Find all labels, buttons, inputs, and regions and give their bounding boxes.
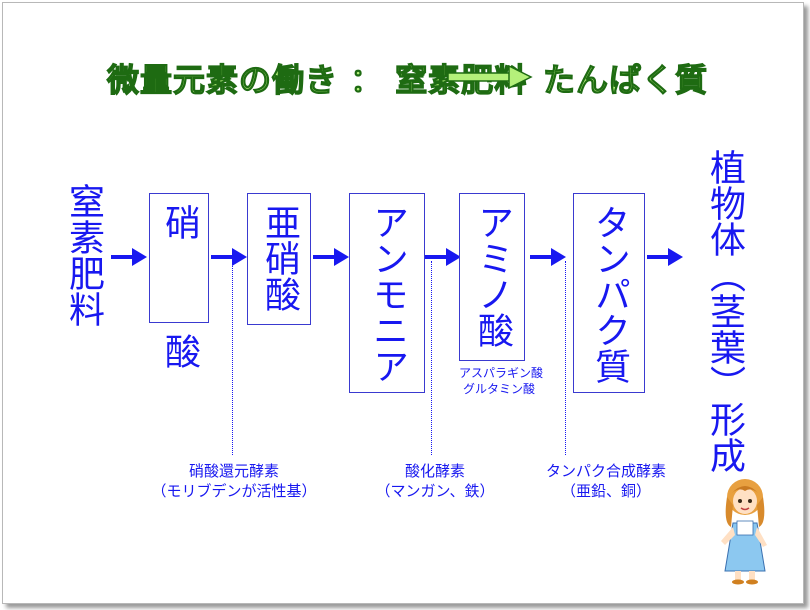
step-box-amino-acid: アミノ酸 — [459, 193, 525, 361]
enzyme-connector-1 — [232, 261, 233, 455]
flow-arrow-6 — [647, 248, 683, 266]
step-label: タンパク質 — [589, 204, 630, 384]
slide-title-product: たんぱく質 — [542, 60, 709, 99]
step-label: 硝 酸 — [159, 204, 200, 395]
flow-arrow-1 — [111, 248, 147, 266]
enzyme-label-2: 酸化酵素 （マンガン、鉄） — [355, 461, 515, 501]
slide-frame: 微量元素の働き ： 窒素肥料 たんぱく質 窒素肥料 硝 酸 亜硝酸 アンモニア … — [2, 2, 804, 604]
step-label: アミノ酸 — [472, 204, 513, 348]
enzyme-name: 硝酸還元酵素 — [188, 462, 279, 480]
enzyme-connector-3 — [565, 261, 566, 455]
step-box-nitrous-acid: 亜硝酸 — [247, 193, 311, 325]
amino-example: グルタミン酸 — [463, 382, 536, 396]
girl-mascot-icon — [721, 479, 767, 585]
flow-arrow-4 — [425, 248, 461, 266]
step-box-protein: タンパク質 — [573, 193, 645, 393]
enzyme-detail: （マンガン、鉄） — [375, 482, 495, 500]
enzyme-name: タンパク合成酵素 — [545, 462, 666, 480]
step-box-ammonia: アンモニア — [349, 193, 425, 393]
enzyme-detail: （モリブデンが活性基） — [151, 482, 317, 500]
enzyme-label-3: タンパク合成酵素 （亜鉛、銅） — [533, 461, 679, 501]
enzyme-label-1: 硝酸還元酵素 （モリブデンが活性基） — [121, 461, 347, 501]
enzyme-name: 酸化酵素 — [404, 462, 465, 480]
step-box-nitric-acid: 硝 酸 — [149, 193, 209, 395]
flow-start-label: 窒素肥料 — [63, 183, 104, 327]
enzyme-detail: （亜鉛、銅） — [560, 482, 651, 500]
flow-arrow-3 — [313, 248, 349, 266]
enzyme-connector-2 — [431, 261, 432, 455]
flow-arrow-5 — [530, 248, 566, 266]
step-label: アンモニア — [367, 204, 408, 384]
flow-end-label: 植物体（茎葉）形成 — [704, 149, 745, 473]
flow-arrow-2 — [211, 248, 247, 266]
amino-example: アスパラギン酸 — [459, 366, 544, 380]
long-right-arrow-icon — [447, 65, 533, 89]
step-label: 亜硝酸 — [259, 204, 300, 312]
